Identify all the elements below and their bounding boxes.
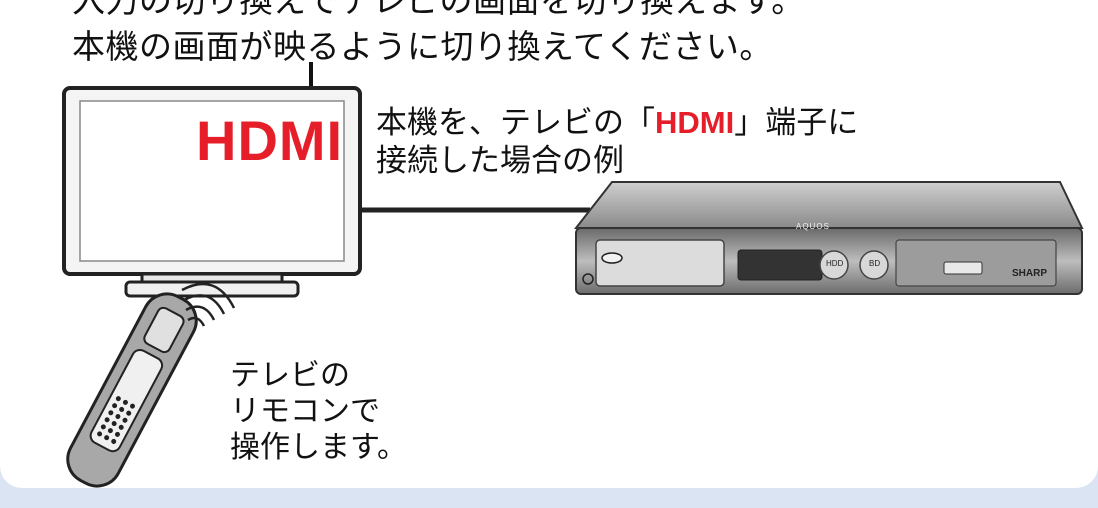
connection-caption-hdmi: HDMI bbox=[655, 105, 735, 140]
connection-caption: 本機を、テレビの「HDMI」端子に 接続した場合の例 bbox=[376, 104, 858, 180]
television bbox=[62, 86, 362, 298]
remote-caption: テレビの リモコンで 操作します。 bbox=[230, 358, 407, 466]
recorder bbox=[573, 181, 1084, 295]
tv-stand bbox=[124, 280, 300, 298]
signal-waves-icon bbox=[181, 282, 236, 327]
hdd-button-shape bbox=[819, 250, 849, 280]
remote-caption-line-3: 操作します。 bbox=[230, 430, 407, 465]
intro-line-1: 入力の切り換えでテレビの画面を切り換えます。 bbox=[72, 0, 805, 20]
remote-control bbox=[66, 292, 198, 488]
connection-caption-before: 本機を、テレビの「 bbox=[376, 105, 655, 141]
connection-caption-line-1: 本機を、テレビの「HDMI」端子に bbox=[376, 104, 858, 142]
tv-screen bbox=[79, 100, 345, 262]
recorder-bd-label: BD bbox=[869, 259, 881, 268]
recorder-brand: SHARP bbox=[1012, 268, 1048, 279]
intro-line-2: 本機の画面が映るように切り換えてください。 bbox=[72, 27, 773, 66]
tv-screen-hdmi-label: HDMI bbox=[196, 109, 344, 172]
bd-button-shape bbox=[859, 250, 889, 280]
remote-caption-line-1: テレビの bbox=[230, 358, 350, 393]
connection-illustration bbox=[62, 62, 1084, 488]
recorder-model-badge: AQUOS bbox=[796, 222, 830, 231]
instruction-panel: 入力の切り換えでテレビの画面を切り換えます。 本機の画面が映るように切り換えてく… bbox=[0, 0, 1098, 488]
connection-caption-line-2: 接続した場合の例 bbox=[376, 143, 624, 179]
recorder-hdd-label: HDD bbox=[826, 259, 844, 268]
intro-text: 入力の切り換えでテレビの画面を切り換えます。 本機の画面が映るように切り換えてく… bbox=[72, 0, 805, 70]
connection-caption-after: 」端子に bbox=[734, 105, 859, 141]
remote-caption-line-2: リモコンで bbox=[230, 394, 380, 429]
